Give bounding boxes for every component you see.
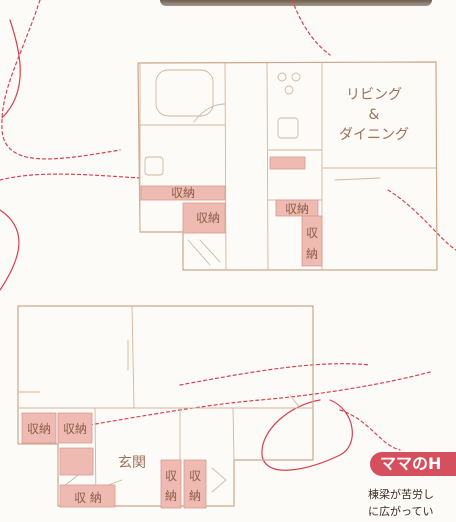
living-label-line2: & — [369, 107, 380, 123]
storage-block — [21, 412, 57, 444]
storage-label: 収納 — [27, 422, 51, 436]
storage-block — [57, 412, 93, 444]
storage-block — [182, 202, 226, 234]
caption-line: 棟梁が苦労し — [368, 488, 434, 501]
storage-label: 収納 — [171, 186, 195, 200]
storage-label: 収 — [189, 469, 201, 483]
red-guide-lines — [0, 0, 456, 471]
storage-block — [269, 156, 306, 170]
storage-block — [183, 459, 207, 509]
storage-block — [275, 199, 319, 217]
storage-label: 収 納 — [74, 491, 102, 505]
storage-label: 納 — [165, 489, 177, 503]
storage-block — [59, 484, 116, 508]
storage-block — [160, 459, 182, 509]
storage-block — [301, 215, 323, 267]
storage-label: 収納 — [285, 202, 309, 216]
upper-floor-plan — [137, 61, 438, 271]
storage-block — [140, 185, 226, 201]
storage-label: 納 — [189, 489, 201, 503]
storage-label: 収納 — [63, 422, 87, 436]
caption-line: に広がってい — [368, 505, 434, 518]
living-label-line3: ダイニング — [339, 127, 409, 143]
caption-text: 棟梁が苦労し に広がってい — [368, 486, 456, 520]
entrance-label: 玄関 — [118, 454, 146, 471]
photo-edge — [160, 0, 432, 6]
storage-label: 収 — [165, 469, 177, 483]
living-label-line1: リビング — [346, 87, 402, 103]
upper-floor-labels: リビング & ダイニング 収納 収納 収納 収 納 — [171, 87, 409, 261]
storage-label: 納 — [306, 247, 318, 261]
storage-label: 収 — [306, 226, 318, 240]
section-badge: ママのH — [370, 452, 456, 476]
lower-floor-plan — [17, 305, 314, 509]
storage-label: 収納 — [196, 211, 220, 225]
lower-floor-labels: 収納 収納 玄関 収 納 収 納 収 納 — [27, 422, 201, 505]
